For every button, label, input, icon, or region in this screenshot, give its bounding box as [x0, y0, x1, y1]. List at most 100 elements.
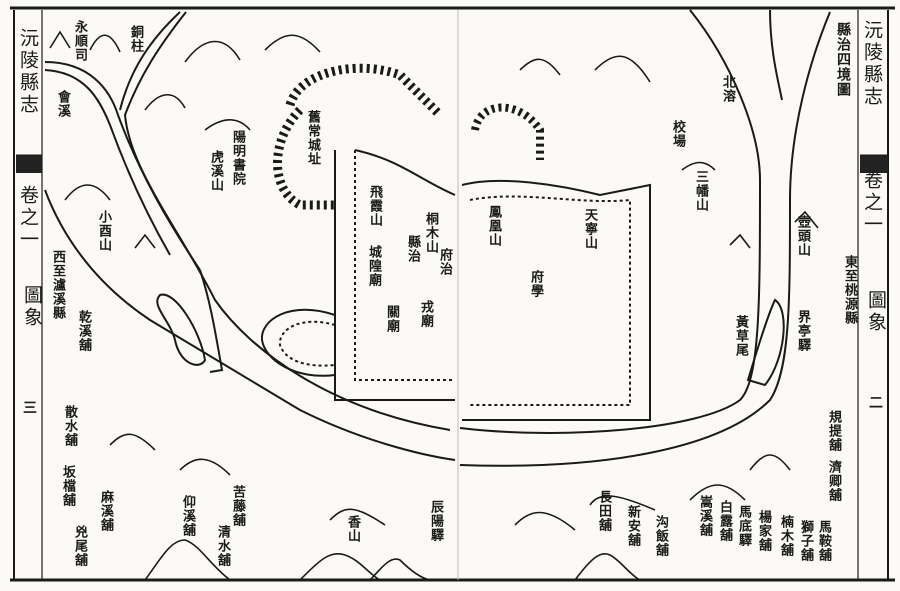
left-place-label: 仰溪舖 [180, 495, 195, 537]
mountain [299, 553, 381, 581]
right-place-label: 馬鞍舖 [816, 520, 831, 562]
mountain [144, 539, 231, 581]
right-place-label: 黃草尾 [733, 315, 748, 357]
left-place-label: 桐木山 [423, 212, 438, 254]
mountain [594, 55, 651, 83]
city-wall [354, 149, 456, 196]
river-island [156, 293, 207, 366]
city-battlement [469, 195, 631, 406]
mountain [689, 484, 746, 501]
left-place-label: 關廟 [384, 305, 399, 333]
city-wall [461, 179, 651, 421]
left-place-label: 坂檔舖 [60, 465, 75, 507]
left-place-label: 永順司 [72, 20, 87, 62]
page-number-left: 三 [21, 400, 37, 415]
city-wall-arch [471, 103, 544, 160]
right-city [461, 103, 651, 421]
river-bank [123, 11, 451, 431]
left-place-label: 清水舖 [215, 525, 230, 567]
left-place-label: 舊常城址 [305, 110, 320, 166]
right-place-label: 界亭驛 [795, 310, 810, 352]
mountain [134, 233, 156, 249]
left-place-label: 散水舖 [62, 405, 77, 447]
river-bank [459, 11, 831, 467]
right-place-label: 府學 [528, 270, 543, 298]
mountain [49, 30, 71, 49]
book-title-left: 沅陵縣志 [17, 28, 39, 116]
mountain [179, 458, 231, 476]
river-bank [119, 11, 181, 111]
right-place-label: 濟卿舖 [826, 460, 841, 502]
mountain [264, 34, 321, 53]
book-title-right: 沅陵縣志 [861, 20, 883, 108]
mountains [49, 30, 819, 581]
mountain [519, 58, 561, 76]
city-battlement [354, 150, 455, 381]
right-place-label: 壺頭山 [795, 215, 810, 257]
right-place-label: 馬底驛 [736, 505, 751, 547]
mountain [89, 34, 121, 53]
mountain [329, 508, 386, 526]
left-place-label: 會溪 [55, 90, 70, 118]
right-place-label: 鳳凰山 [486, 205, 501, 247]
right-place-label: 楊家舖 [756, 510, 771, 552]
left-place-label: 兇尾舖 [72, 525, 87, 567]
right-place-label: 嵩溪舖 [697, 495, 712, 537]
volume-left: 卷之一 [17, 185, 39, 251]
mountain [144, 93, 186, 111]
left-place-label: 乾溪舖 [76, 310, 91, 352]
mountain [64, 184, 111, 201]
mountain [794, 210, 819, 229]
fishtail-right [860, 155, 888, 173]
right-place-label: 獅子舖 [798, 520, 813, 562]
right-place-label: 長田舖 [596, 490, 611, 532]
left-place-label: 城隍廟 [366, 245, 381, 287]
river-bank [459, 9, 762, 434]
right-place-label: 校場 [670, 120, 685, 148]
river-bank [44, 69, 171, 256]
left-place-label: 麻溪舖 [98, 490, 113, 532]
mountain [749, 454, 791, 471]
page-number-right: 二 [867, 395, 883, 410]
left-city [260, 63, 456, 401]
mountain [574, 553, 641, 581]
city-wall [260, 308, 336, 377]
right-place-label: 天寧山 [582, 208, 597, 250]
river-bank [769, 9, 783, 101]
left-place-label: 香山 [345, 515, 360, 543]
left-place-label: 飛霞山 [367, 185, 382, 227]
right-rivers [459, 9, 831, 467]
fishtail-left [16, 155, 42, 173]
mountain [184, 40, 241, 63]
mountain [589, 495, 656, 511]
map-title: 縣治四境圖 [835, 22, 851, 97]
volume-right: 卷之一 [861, 170, 883, 236]
mountain [514, 511, 576, 531]
right-place-label: 沟飯舖 [653, 515, 668, 557]
right-place-label: 規提舖 [826, 410, 841, 452]
left-place-label: 小酉山 [96, 210, 111, 252]
right-place-label: 北溶 [720, 75, 735, 103]
old-city-wall [273, 106, 335, 210]
section-right: 圖象 [865, 290, 887, 334]
right-place-label: 新安舖 [625, 505, 640, 547]
mountain [109, 433, 156, 451]
section-left: 圖象 [21, 285, 43, 329]
right-place-label: 白露舖 [717, 500, 732, 542]
left-place-label: 戎廟 [418, 300, 433, 328]
right-place-label: 楠木舖 [778, 515, 793, 557]
city-battlement [278, 320, 336, 367]
mountain [681, 161, 716, 171]
right-place-label: 三幡山 [693, 170, 708, 212]
left-place-label: 虎溪山 [208, 150, 223, 192]
mountain [729, 233, 751, 249]
city-wall [334, 150, 455, 401]
left-place-label: 縣治 [405, 235, 420, 263]
left-rivers [44, 11, 456, 461]
left-place-label: 銅柱 [128, 25, 143, 53]
mountain [369, 558, 431, 581]
river-island [746, 298, 785, 387]
left-place-label: 西至瀘溪縣 [50, 250, 65, 320]
